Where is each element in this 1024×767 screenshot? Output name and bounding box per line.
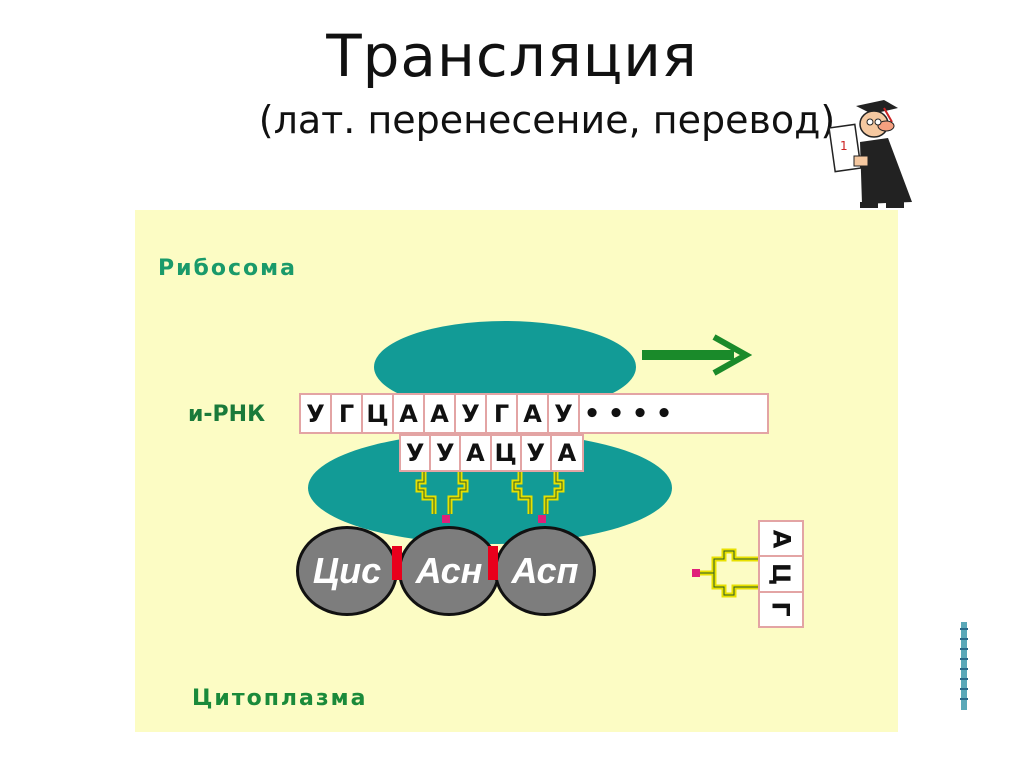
svg-text:1: 1 xyxy=(840,139,848,153)
mrna-codon-cell: Г xyxy=(487,395,518,432)
amino-acid-cys: Цис xyxy=(296,526,398,616)
trna-attachment-point xyxy=(538,515,546,523)
incoming-trna-letter: А xyxy=(766,529,795,548)
mrna-continuation-dot: • xyxy=(607,398,625,429)
mrna-codon-cell: У xyxy=(549,395,580,432)
anticodon-cell: У xyxy=(522,436,552,470)
anticodon-strip: У У А Ц У А xyxy=(399,434,584,472)
peptide-bond xyxy=(392,546,402,580)
mrna-continuation-dot: • xyxy=(655,398,673,429)
decorative-stripe-icon xyxy=(960,622,968,710)
incoming-trna-letter: Ц xyxy=(766,562,795,586)
professor-icon: 1 xyxy=(828,100,912,208)
mrna-codon-cell: А xyxy=(394,395,425,432)
anticodon-cell: А xyxy=(557,439,577,467)
incoming-trna-cell: Г xyxy=(760,593,802,626)
direction-arrow-icon xyxy=(642,334,752,376)
mrna-codon-cell: Ц xyxy=(363,395,394,432)
anticodon-cell: У xyxy=(401,436,432,470)
peptide-bond xyxy=(488,546,498,580)
incoming-trna-cell: А xyxy=(760,522,802,558)
mrna-codon-cell: У xyxy=(456,395,487,432)
ribosome-label: Рибосома xyxy=(158,256,297,281)
cytoplasm-label: Цитоплазма xyxy=(192,686,368,711)
amino-acid-asn: Асн xyxy=(398,526,500,616)
incoming-trna-cell: Ц xyxy=(760,557,802,593)
mrna-label: и-РНК xyxy=(188,402,266,427)
anticodon-cell: А xyxy=(461,436,492,470)
mrna-codon-cell: А xyxy=(518,395,549,432)
mrna-codon-cell: У xyxy=(301,395,332,432)
slide-subtitle: (лат. перенесение, перевод) xyxy=(258,98,836,142)
trna-stem-left-icon xyxy=(415,472,469,514)
mrna-continuation-dot: • xyxy=(583,398,601,429)
trna-stem-right-icon xyxy=(511,472,565,514)
mrna-continuation-dot: • xyxy=(631,398,649,429)
slide-title: Трансляция xyxy=(326,22,698,90)
mrna-strand: У Г Ц А А У Г А У • • • • xyxy=(299,393,769,434)
incoming-trna-anticodon: А Ц Г xyxy=(758,520,804,628)
incoming-trna-stem-icon xyxy=(692,548,758,598)
trna-attachment-point xyxy=(442,515,450,523)
anticodon-cell: У xyxy=(431,436,462,470)
mrna-codon-cell: Г xyxy=(332,395,363,432)
anticodon-cell: Ц xyxy=(492,436,522,470)
incoming-trna-letter: Г xyxy=(766,601,795,617)
amino-acid-asp: Асп xyxy=(494,526,596,616)
mrna-codon-cell: А xyxy=(425,395,456,432)
